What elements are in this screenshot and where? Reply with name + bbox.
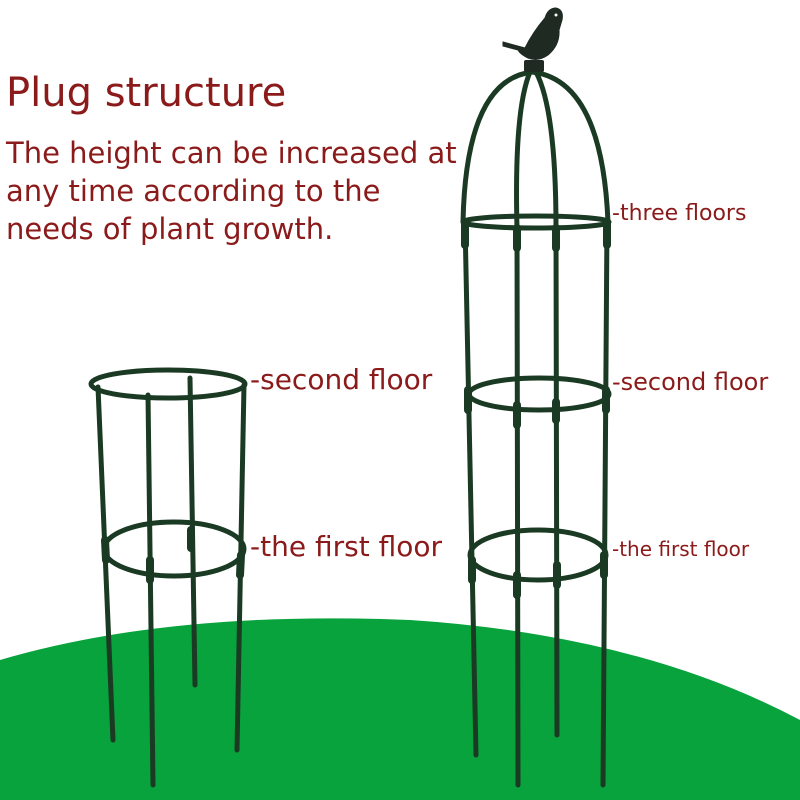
dome-arch-outer-right — [529, 69, 611, 225]
left-first-floor-label: -the first floor — [250, 530, 442, 563]
left-joints — [101, 526, 245, 584]
right-ring-second-floor — [466, 375, 612, 413]
left-second-floor-label: -second floor — [250, 363, 433, 396]
left-ring-first-floor — [101, 519, 247, 579]
right-three-floors-label: -three floors — [612, 201, 747, 226]
right-leg-2 — [514, 225, 521, 788]
dome-arch-outer-left — [460, 69, 535, 225]
right-plant-support — [460, 69, 612, 788]
page-title: Plug structure — [6, 70, 287, 116]
bird-topper-icon — [502, 7, 563, 72]
right-leg-3 — [553, 225, 560, 738]
left-ring-second-floor — [88, 367, 248, 401]
right-first-floor-label: -the first floor — [612, 537, 750, 561]
left-leg-2 — [145, 392, 156, 788]
right-leg-1 — [462, 219, 479, 758]
right-ring-three-floors — [460, 213, 612, 231]
right-leg-4 — [600, 219, 610, 788]
left-plant-support — [88, 367, 248, 788]
description-line: The height can be increased at — [6, 136, 457, 170]
dome-arch-inner-left — [514, 69, 533, 231]
description-line: needs of plant growth. — [6, 212, 334, 246]
right-ring-first-floor — [467, 527, 609, 583]
dome-arch-inner-right — [533, 69, 559, 231]
grass-ground — [0, 618, 800, 800]
right-second-floor-label: -second floor — [612, 368, 769, 396]
description-line: any time according to the — [6, 174, 381, 208]
